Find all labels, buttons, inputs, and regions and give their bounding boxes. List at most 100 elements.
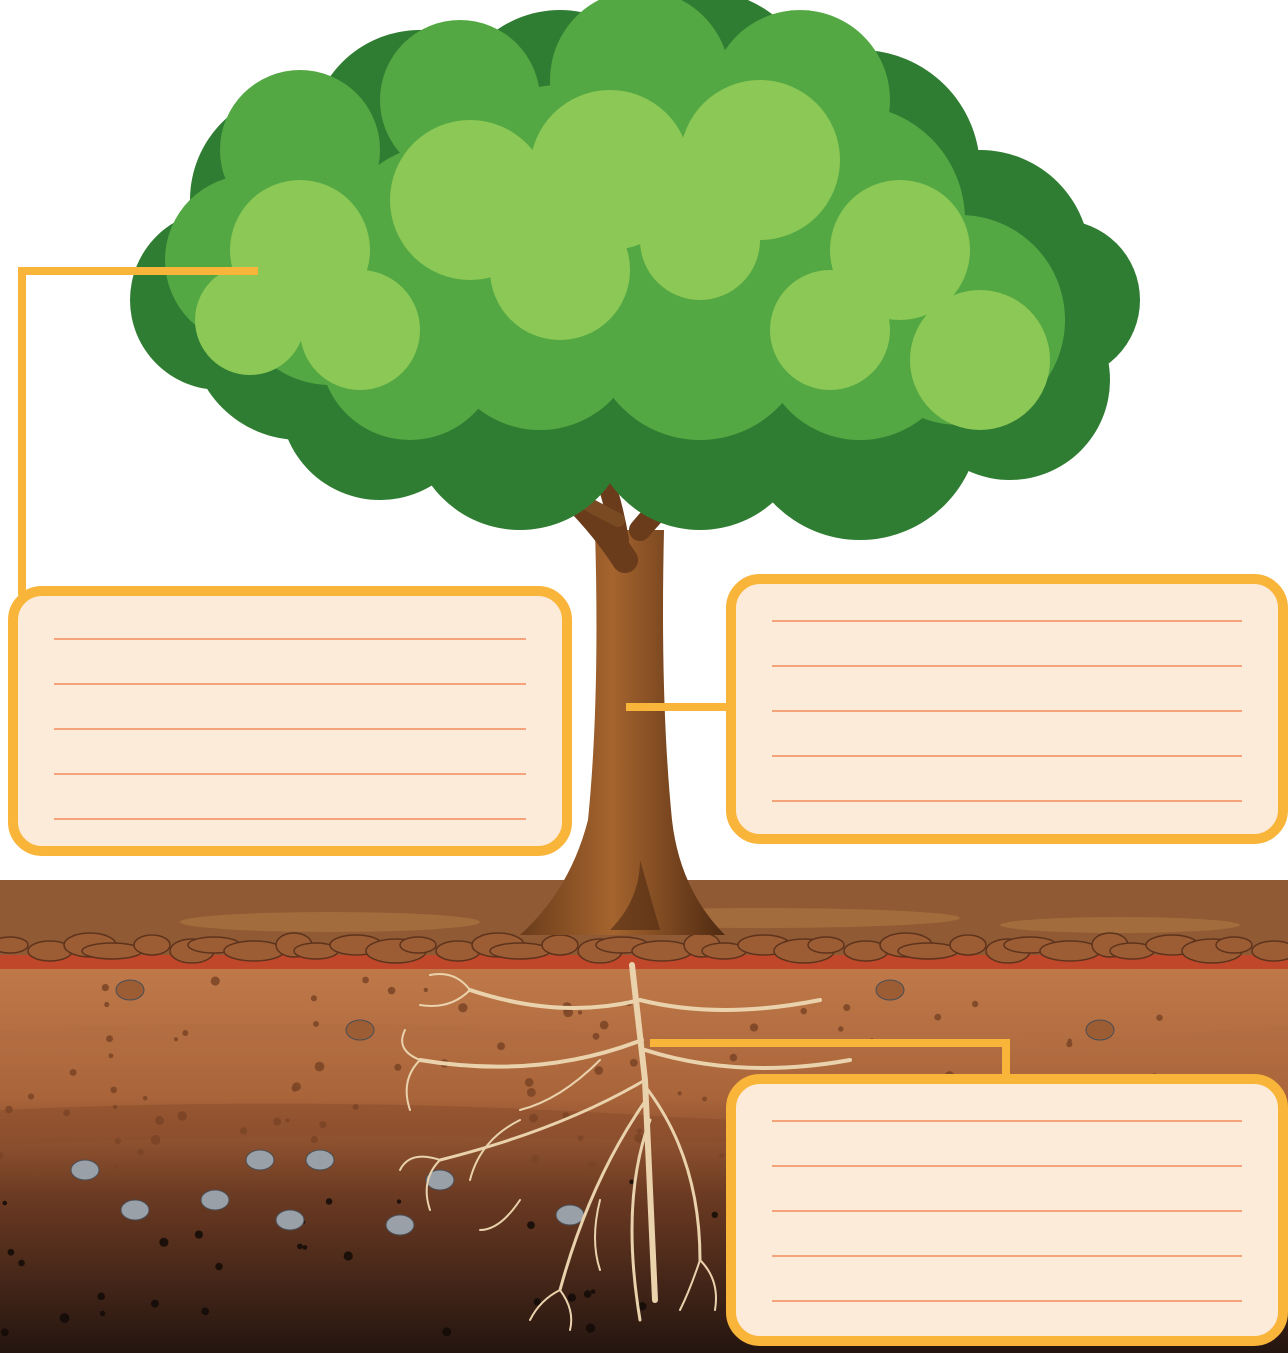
writing-line — [772, 710, 1242, 712]
canopy — [130, 0, 1140, 540]
leaf-cluster — [490, 200, 630, 340]
soil-speck — [177, 1111, 187, 1121]
soil-speck — [801, 1008, 807, 1014]
soil-speck — [934, 1014, 941, 1021]
soil-speck — [109, 1053, 114, 1058]
leaf-cluster — [195, 265, 305, 375]
stone — [201, 1190, 229, 1210]
soil-speck — [712, 1212, 718, 1218]
pebble — [490, 943, 550, 959]
writing-line — [54, 638, 526, 640]
soil-speck — [424, 988, 428, 992]
soil-speck — [838, 1026, 843, 1031]
soil-speck — [578, 1010, 582, 1014]
soil-speck — [110, 1087, 117, 1094]
pebble — [1216, 937, 1252, 953]
soil-speck — [174, 1037, 178, 1041]
soil-speck — [1066, 1041, 1072, 1047]
soil-speck — [5, 1106, 13, 1114]
soil-speck — [568, 1294, 576, 1302]
soil-speck — [60, 1313, 70, 1323]
pebble — [898, 943, 958, 959]
pebble — [808, 937, 844, 953]
soil-speck — [702, 1096, 707, 1101]
soil-speck — [113, 1105, 117, 1109]
writing-line — [54, 683, 526, 685]
writing-line — [54, 773, 526, 775]
pebble — [1040, 941, 1100, 961]
pebble — [224, 941, 284, 961]
soil-speck — [302, 1245, 307, 1250]
soil-speck — [719, 1153, 724, 1158]
soil-speck — [70, 1069, 77, 1076]
soil-speck — [527, 1088, 536, 1097]
soil-speck — [211, 977, 220, 986]
soil-speck — [2, 1201, 7, 1206]
soil-speck — [159, 1238, 168, 1247]
soil-speck — [326, 1198, 333, 1205]
stone — [246, 1150, 274, 1170]
soil-speck — [102, 984, 109, 991]
soil-speck — [285, 1118, 289, 1122]
soil-speck — [97, 1293, 105, 1301]
leaves-label-box[interactable] — [8, 586, 572, 856]
stone — [876, 980, 904, 1000]
soil-speck — [529, 1114, 538, 1123]
soil-speck — [215, 1263, 222, 1270]
soil-speck — [63, 1109, 70, 1116]
soil-speck — [527, 1221, 535, 1229]
soil-speck — [362, 977, 369, 984]
soil-speck — [297, 1243, 303, 1249]
soil-speck — [137, 1149, 143, 1155]
soil-speck — [458, 1003, 467, 1012]
soil-speck — [106, 1035, 113, 1042]
roots-label-box[interactable] — [726, 1074, 1288, 1346]
soil-speck — [18, 1260, 25, 1267]
writing-line — [772, 620, 1242, 622]
stone — [121, 1200, 149, 1220]
stone — [346, 1020, 374, 1040]
writing-line — [772, 755, 1242, 757]
soil-speck — [525, 1078, 534, 1087]
soil-speck — [311, 1136, 318, 1143]
soil-speck — [273, 1118, 281, 1126]
pebble — [82, 943, 142, 959]
writing-line — [772, 1210, 1242, 1212]
soil-speck — [584, 1290, 592, 1298]
soil-speck — [104, 1002, 109, 1007]
pebble — [632, 941, 692, 961]
stone — [306, 1150, 334, 1170]
writing-line — [54, 728, 526, 730]
soil-speck — [100, 1311, 105, 1316]
stone — [556, 1205, 584, 1225]
writing-line — [772, 665, 1242, 667]
pebble — [134, 935, 170, 955]
soil-speck — [678, 1091, 682, 1095]
soil-speck — [594, 1066, 603, 1075]
writing-line — [772, 1300, 1242, 1302]
soil-speck — [972, 1001, 978, 1007]
soil-speck — [240, 1127, 247, 1134]
soil-speck — [115, 1138, 121, 1144]
soil-speck — [593, 1033, 600, 1040]
soil-speck — [600, 1021, 609, 1030]
leaf-cluster — [770, 270, 890, 390]
soil-speck — [8, 1249, 15, 1256]
stone — [71, 1160, 99, 1180]
soil-speck — [311, 995, 317, 1001]
writing-line — [772, 1120, 1242, 1122]
soil-speck — [497, 1042, 505, 1050]
soil-speck — [319, 1121, 326, 1128]
trunk-label-box[interactable] — [726, 574, 1288, 844]
soil-speck — [353, 1104, 359, 1110]
leaf-cluster — [640, 180, 760, 300]
soil-speck — [730, 1054, 738, 1062]
soil-speck — [292, 1085, 298, 1091]
stone — [1086, 1020, 1114, 1040]
soil-speck — [182, 1030, 188, 1036]
soil-speck — [588, 1161, 597, 1170]
soil-speck — [442, 1327, 451, 1336]
soil-speck — [750, 1023, 758, 1031]
soil-speck — [143, 1096, 148, 1101]
